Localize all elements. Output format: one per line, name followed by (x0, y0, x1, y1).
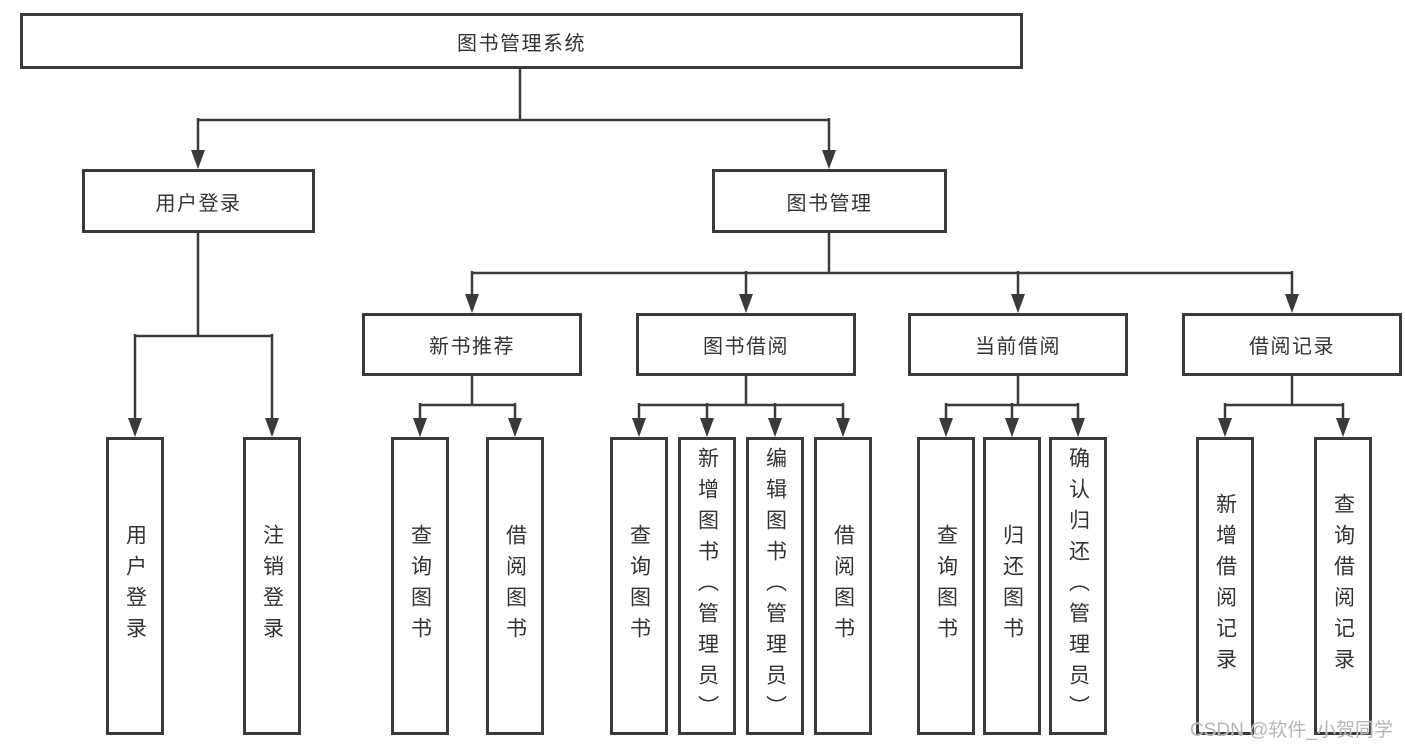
arrow-down-icon (768, 418, 782, 437)
node-leaf-cb-query-books: 查询图书 (917, 437, 975, 735)
node-book-management: 图书管理 (712, 169, 947, 233)
node-leaf-br-add-record: 新增借阅记录 (1196, 437, 1254, 735)
arrow-down-icon (1005, 418, 1019, 437)
tree-edges (133, 69, 1345, 421)
arrow-down-icon (128, 418, 142, 437)
arrow-down-icon (1285, 294, 1299, 313)
arrow-down-icon (700, 418, 714, 437)
arrow-down-icon (632, 418, 646, 437)
arrow-down-icon (822, 150, 836, 169)
arrow-down-icon (1336, 418, 1350, 437)
node-leaf-logout: 注销登录 (243, 437, 301, 735)
arrow-down-icon (508, 418, 522, 437)
node-borrowing-records: 借阅记录 (1182, 313, 1402, 376)
arrowhead-icons (128, 150, 1350, 437)
node-user-login: 用户登录 (82, 169, 315, 233)
node-root-system: 图书管理系统 (20, 13, 1023, 69)
csdn-watermark: CSDN @软件_小贺同学 (1190, 720, 1393, 741)
node-book-borrowing: 图书借阅 (636, 313, 856, 376)
node-leaf-cb-return-books: 归还图书 (983, 437, 1041, 735)
arrow-down-icon (1071, 418, 1085, 437)
node-leaf-bb-query-books: 查询图书 (610, 437, 668, 735)
arrow-down-icon (1218, 418, 1232, 437)
arrow-down-icon (265, 418, 279, 437)
arrow-down-icon (939, 418, 953, 437)
node-leaf-cb-confirm-return-admin: 确认归还（管理员） (1049, 437, 1107, 735)
node-leaf-bb-edit-books-admin: 编辑图书（管理员） (746, 437, 804, 735)
node-leaf-nb-query-books: 查询图书 (391, 437, 449, 735)
arrow-down-icon (1011, 294, 1025, 313)
arrow-down-icon (836, 418, 850, 437)
node-leaf-bb-add-books-admin: 新增图书（管理员） (678, 437, 736, 735)
node-leaf-br-query-record: 查询借阅记录 (1314, 437, 1372, 735)
node-current-borrowing: 当前借阅 (908, 313, 1128, 376)
arrow-down-icon (465, 294, 479, 313)
node-leaf-nb-borrow-books: 借阅图书 (486, 437, 544, 735)
arrow-down-icon (413, 418, 427, 437)
arrow-down-icon (739, 294, 753, 313)
arrow-down-icon (191, 150, 205, 169)
node-leaf-bb-borrow-books: 借阅图书 (814, 437, 872, 735)
node-new-book-recommend: 新书推荐 (362, 313, 582, 376)
node-leaf-user-login: 用户登录 (106, 437, 164, 735)
